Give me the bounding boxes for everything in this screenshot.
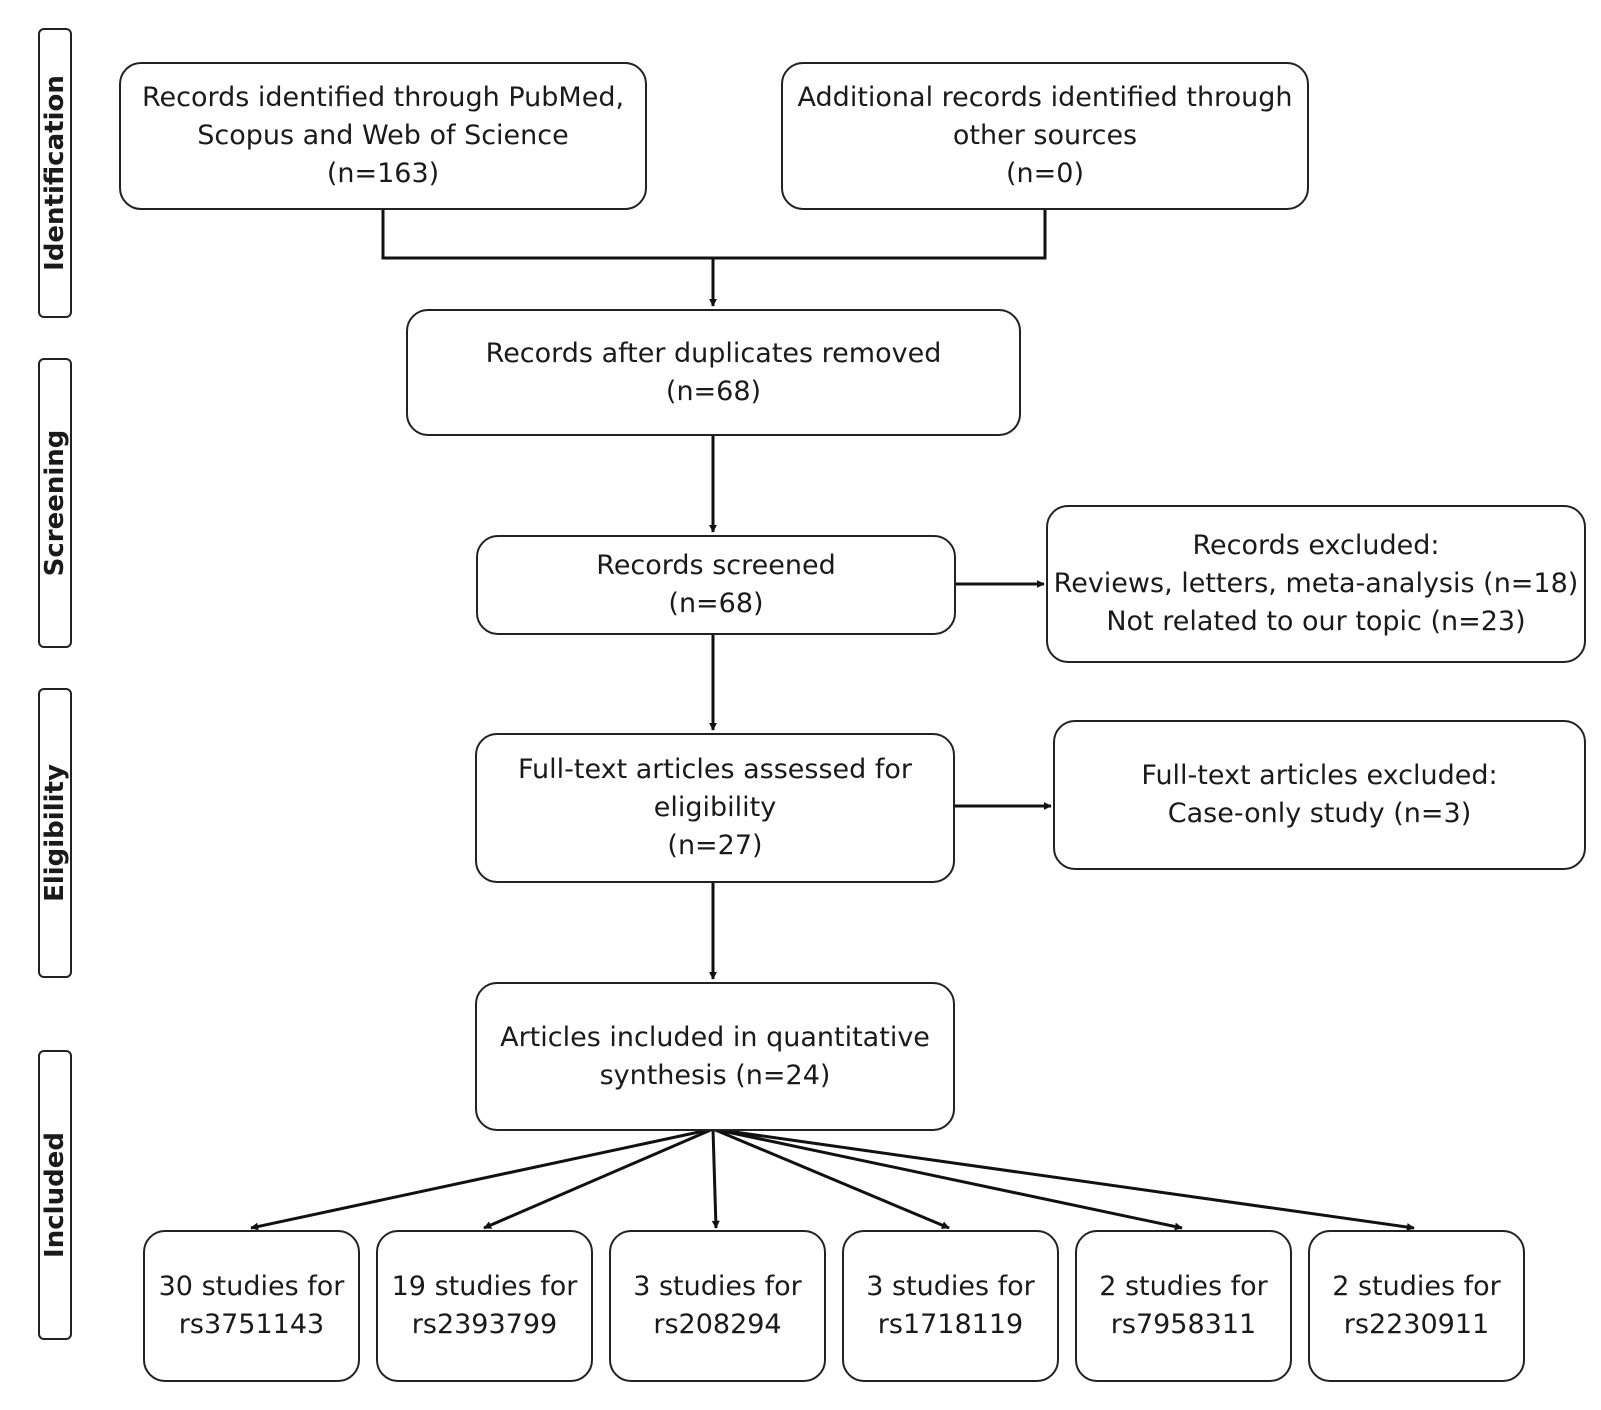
stage-identification-label: Identification bbox=[40, 75, 70, 271]
box-line: Records excluded: bbox=[1192, 530, 1440, 561]
box-line: 2 studies for bbox=[1099, 1271, 1268, 1302]
study-box-5: 2 studies for rs7958311 bbox=[1075, 1230, 1292, 1382]
study-box-2: 19 studies for rs2393799 bbox=[376, 1230, 593, 1382]
box-line: (n=68) bbox=[668, 588, 764, 619]
box-line: rs7958311 bbox=[1110, 1309, 1257, 1340]
stage-screening: Screening bbox=[38, 358, 72, 648]
arrow-to-study-5 bbox=[712, 1127, 1183, 1231]
fulltext-excluded-box: Full-text articles excluded: Case-only s… bbox=[1053, 720, 1586, 870]
deduplicated-box: Records after duplicates removed (n=68) bbox=[406, 309, 1021, 436]
box-line: Scopus and Web of Science bbox=[197, 120, 569, 151]
study-box-3: 3 studies for rs208294 bbox=[609, 1230, 826, 1382]
box-line: Case-only study (n=3) bbox=[1167, 798, 1472, 829]
included-articles-box: Articles included in quantitative synthe… bbox=[475, 982, 955, 1131]
box-line: Articles included in quantitative bbox=[500, 1021, 930, 1053]
box-line: 2 studies for bbox=[1332, 1271, 1501, 1302]
box-line: Records screened bbox=[596, 550, 836, 581]
box-line: Records identified through PubMed, bbox=[141, 82, 625, 113]
box-line: Full-text articles excluded: bbox=[1141, 760, 1498, 791]
stage-screening-label: Screening bbox=[40, 429, 70, 577]
stage-included-label: Included bbox=[40, 1132, 70, 1258]
box-line: (n=27) bbox=[667, 830, 763, 861]
box-line: Not related to our topic (n=23) bbox=[1106, 606, 1526, 637]
study-box-6: 2 studies for rs2230911 bbox=[1308, 1230, 1525, 1382]
other-sources-box: Additional records identified through ot… bbox=[781, 62, 1309, 210]
box-line: eligibility bbox=[653, 792, 777, 823]
box-line: rs3751143 bbox=[178, 1309, 325, 1340]
arrow-to-study-1 bbox=[250, 1127, 714, 1231]
box-line: rs2230911 bbox=[1343, 1309, 1490, 1340]
box-line: (n=0) bbox=[1006, 158, 1084, 189]
records-excluded-box: Records excluded: Reviews, letters, meta… bbox=[1046, 505, 1586, 663]
stage-eligibility-label: Eligibility bbox=[40, 764, 70, 902]
box-line: 19 studies for bbox=[391, 1271, 578, 1302]
stage-included: Included bbox=[38, 1050, 72, 1340]
merge-connector bbox=[381, 210, 1047, 260]
stage-identification: Identification bbox=[38, 28, 72, 318]
box-line: Full-text articles assessed for bbox=[517, 754, 912, 785]
study-box-4: 3 studies for rs1718119 bbox=[842, 1230, 1059, 1382]
database-records-box: Records identified through PubMed, Scopu… bbox=[119, 62, 647, 210]
screened-box: Records screened (n=68) bbox=[476, 535, 956, 635]
box-line: rs2393799 bbox=[411, 1309, 558, 1340]
box-line: rs1718119 bbox=[877, 1309, 1024, 1340]
box-line: other sources bbox=[952, 120, 1138, 151]
box-line: Reviews, letters, meta-analysis (n=18) bbox=[1053, 568, 1579, 599]
study-box-1: 30 studies for rs3751143 bbox=[143, 1230, 360, 1382]
box-line: 3 studies for bbox=[866, 1271, 1035, 1302]
arrow-to-study-3 bbox=[711, 1128, 720, 1229]
box-line: Records after duplicates removed bbox=[485, 337, 942, 369]
box-line: 3 studies for bbox=[633, 1271, 802, 1302]
box-line: 30 studies for bbox=[158, 1271, 345, 1302]
box-line: (n=68) bbox=[665, 375, 762, 407]
box-line: rs208294 bbox=[653, 1309, 782, 1340]
arrow-to-study-2 bbox=[483, 1127, 714, 1230]
box-line: (n=163) bbox=[326, 158, 440, 189]
box-line: synthesis (n=24) bbox=[599, 1059, 831, 1091]
box-line: Additional records identified through bbox=[797, 82, 1293, 113]
arrow-to-study-4 bbox=[712, 1127, 950, 1230]
arrow-to-study-6 bbox=[712, 1127, 1415, 1231]
fulltext-assessed-box: Full-text articles assessed for eligibil… bbox=[475, 733, 955, 883]
stage-eligibility: Eligibility bbox=[38, 688, 72, 978]
